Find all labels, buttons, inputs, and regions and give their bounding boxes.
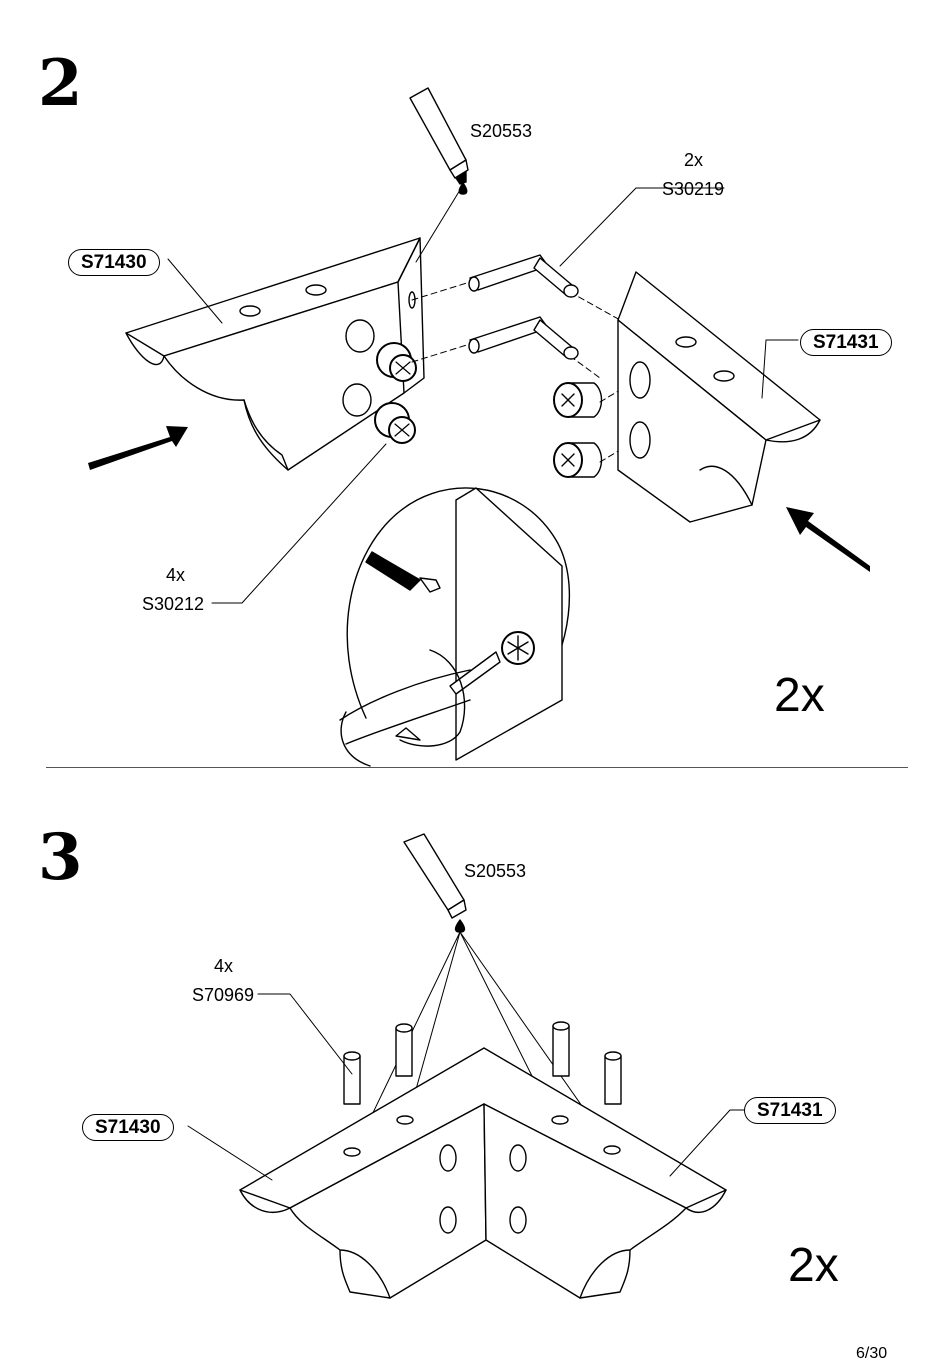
connector-bolt-icon [468, 254, 579, 298]
repeat-quantity: 2x [788, 1239, 839, 1292]
wooden-dowel-icon [552, 1021, 570, 1077]
panel-s71430-step2 [125, 237, 425, 471]
glue-part-label: S20553 [470, 121, 533, 141]
page-number: 6/30 [856, 1345, 888, 1361]
right-panel-part-badge: S71431 [800, 329, 892, 356]
left-panel-part-badge: S71430 [68, 249, 160, 276]
pin-part-label: S70969 [192, 985, 255, 1005]
right-panel-part-badge: S71431 [744, 1097, 836, 1124]
arrow-right-icon [88, 426, 188, 470]
dowel-part-label: S30219 [662, 179, 725, 199]
dowel-quantity: 2x [684, 150, 704, 170]
step-divider [46, 767, 908, 768]
panel-s71431-step2 [617, 271, 821, 523]
wooden-dowel-icon [343, 1051, 361, 1105]
cam-lock-icon [374, 402, 416, 444]
cam-lock-icon [553, 382, 603, 418]
wooden-dowel-icon [604, 1051, 622, 1105]
glue-tube-icon [409, 87, 469, 195]
repeat-quantity: 2x [774, 669, 825, 722]
wooden-dowel-icon [395, 1023, 413, 1077]
detail-circle [339, 487, 571, 767]
cam-quantity: 4x [166, 565, 186, 585]
corner-assembly-step3 [239, 1047, 727, 1299]
glue-part-label: S20553 [464, 861, 527, 881]
cam-part-label: S30212 [142, 594, 205, 614]
cam-lock-icon [376, 342, 417, 382]
arrow-left-icon [786, 507, 870, 572]
step-number: 2 [38, 46, 83, 121]
glue-tube-icon [403, 833, 467, 933]
left-panel-part-badge: S71430 [82, 1114, 174, 1141]
step-number: 3 [38, 820, 83, 895]
pin-quantity: 4x [214, 956, 234, 976]
connector-bolt-icon [468, 316, 579, 360]
cam-lock-icon [553, 442, 603, 478]
